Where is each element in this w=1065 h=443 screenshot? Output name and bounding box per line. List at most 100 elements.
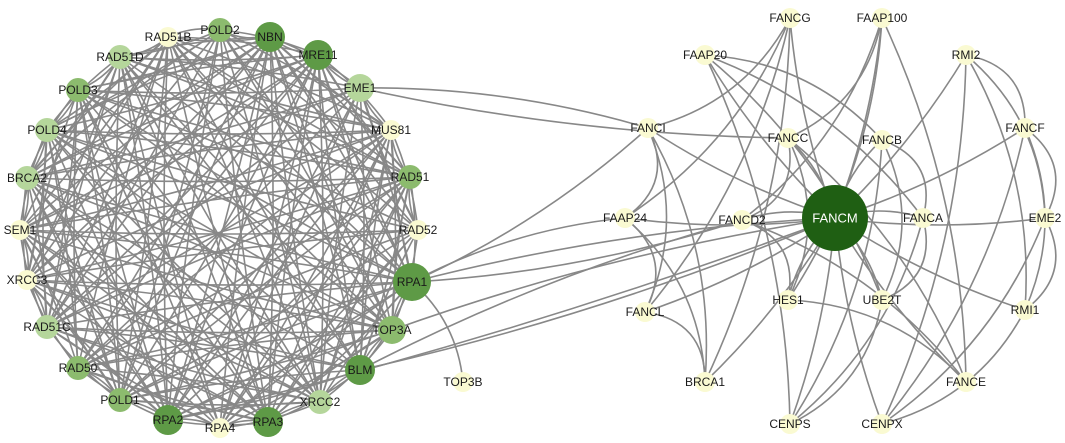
edge-blm-rad51b xyxy=(167,36,361,371)
edge-blm-rad51d xyxy=(119,56,361,371)
node-rpa4[interactable]: RPA4 xyxy=(205,418,236,438)
node-circle-pold1 xyxy=(108,388,132,412)
node-fancd2[interactable]: FANCD2 xyxy=(718,210,766,230)
node-fancg[interactable]: FANCG xyxy=(769,8,811,28)
node-pold3[interactable]: POLD3 xyxy=(58,78,98,102)
node-label-eme2: EME2 xyxy=(1029,211,1062,225)
edge-blm-xrcc3 xyxy=(26,279,361,371)
node-circle-faap20 xyxy=(695,45,715,65)
edge-rpa3-sem1 xyxy=(19,229,269,423)
edge-faap20-cenps xyxy=(704,54,791,425)
node-label-faap20: FAAP20 xyxy=(683,48,727,62)
node-fancm[interactable]: FANCM xyxy=(802,185,868,251)
node-cenps[interactable]: CENPS xyxy=(769,414,811,434)
edge-rpa3-rad51b xyxy=(167,36,269,423)
node-label-rpa2: RPA2 xyxy=(153,413,184,427)
edge-mre11-pold4 xyxy=(46,54,319,131)
node-pold4[interactable]: POLD4 xyxy=(27,118,67,142)
node-rpa1[interactable]: RPA1 xyxy=(393,263,431,301)
node-fance[interactable]: FANCE xyxy=(946,372,986,392)
node-pold2[interactable]: POLD2 xyxy=(200,18,240,42)
node-label-brca1: BRCA1 xyxy=(685,375,725,389)
node-eme1[interactable]: EME1 xyxy=(344,74,377,102)
node-brca2[interactable]: BRCA2 xyxy=(7,166,47,190)
node-rpa3[interactable]: RPA3 xyxy=(253,407,284,437)
node-rad51[interactable]: RAD51 xyxy=(391,165,430,189)
node-rmi2[interactable]: RMI2 xyxy=(952,45,981,65)
edge-blm-rad51c xyxy=(46,326,361,371)
edge-fancf-cenpx xyxy=(881,127,1026,425)
edge-pold1-pold3 xyxy=(77,89,121,401)
node-rpa2[interactable]: RPA2 xyxy=(153,405,184,435)
node-hes1[interactable]: HES1 xyxy=(772,290,804,310)
node-label-rpa3: RPA3 xyxy=(253,415,284,429)
node-label-faap24: FAAP24 xyxy=(603,211,647,225)
edge-fanci-brca1 xyxy=(647,127,708,383)
node-circle-mus81 xyxy=(381,120,401,140)
node-nbn[interactable]: NBN xyxy=(255,22,285,52)
edge-rpa1-xrcc3 xyxy=(26,279,413,286)
node-label-fanci: FANCI xyxy=(630,121,665,135)
node-rad51d[interactable]: RAD51D xyxy=(96,45,144,69)
node-rmi1[interactable]: RMI1 xyxy=(1011,300,1040,320)
edge-top3a-fancm xyxy=(391,217,836,331)
edge-layer xyxy=(19,17,1057,429)
node-eme2[interactable]: EME2 xyxy=(1029,208,1062,228)
edge-fancg-fanci xyxy=(647,17,791,129)
node-faap100[interactable]: FAAP100 xyxy=(857,8,908,28)
node-mus81[interactable]: MUS81 xyxy=(371,120,411,140)
node-pold1[interactable]: POLD1 xyxy=(100,388,140,412)
node-rad51c[interactable]: RAD51C xyxy=(23,315,71,339)
node-brca1[interactable]: BRCA1 xyxy=(685,372,725,392)
node-fanca[interactable]: FANCA xyxy=(903,208,943,228)
node-circle-top3b xyxy=(453,372,473,392)
node-label-pold1: POLD1 xyxy=(100,393,140,407)
node-circle-cenps xyxy=(780,414,800,434)
edge-mus81-rad51b xyxy=(167,36,392,131)
node-fancb[interactable]: FANCB xyxy=(862,130,902,150)
edge-eme2-cenpx xyxy=(881,217,1046,425)
node-xrcc2[interactable]: XRCC2 xyxy=(300,390,341,414)
node-circle-sem1 xyxy=(10,220,30,240)
edge-fancb-cenps xyxy=(789,139,883,425)
node-label-cenps: CENPS xyxy=(769,417,810,431)
node-fancc[interactable]: FANCC xyxy=(768,128,809,148)
node-circle-pold3 xyxy=(66,78,90,102)
edge-top3a-rad51d xyxy=(119,56,393,331)
edge-fancb-ube2t xyxy=(881,139,903,301)
node-circle-eme1 xyxy=(346,74,374,102)
edge-rpa4-brca2 xyxy=(26,177,221,429)
node-fancf[interactable]: FANCF xyxy=(1005,118,1045,138)
node-faap20[interactable]: FAAP20 xyxy=(683,45,727,65)
node-rad50[interactable]: RAD50 xyxy=(59,356,98,380)
edge-rpa1-pold1 xyxy=(119,281,413,401)
node-xrcc3[interactable]: XRCC3 xyxy=(7,270,48,290)
edge-eme2-rmi1 xyxy=(1024,217,1057,311)
node-label-fance: FANCE xyxy=(946,375,986,389)
node-rad51b[interactable]: RAD51B xyxy=(145,27,192,47)
node-circle-rmi1 xyxy=(1015,300,1035,320)
edge-rpa2-pold3 xyxy=(77,89,169,421)
node-fancl[interactable]: FANCL xyxy=(626,302,665,322)
node-label-faap100: FAAP100 xyxy=(857,11,908,25)
edge-blm-fancm xyxy=(359,217,836,371)
node-circle-fanca xyxy=(913,208,933,228)
node-label-fancf: FANCF xyxy=(1005,121,1044,135)
node-faap24[interactable]: FAAP24 xyxy=(603,208,647,228)
node-label-sem1: SEM1 xyxy=(4,223,37,237)
node-mre11[interactable]: MRE11 xyxy=(298,40,338,70)
edge-rad51-rad50 xyxy=(77,176,411,369)
node-cenpx[interactable]: CENPX xyxy=(861,414,903,434)
node-circle-fancc xyxy=(778,128,798,148)
node-sem1[interactable]: SEM1 xyxy=(4,220,37,240)
node-label-rad51b: RAD51B xyxy=(145,30,192,44)
node-fanci[interactable]: FANCI xyxy=(630,118,666,138)
edge-faap20-fanca xyxy=(704,54,924,219)
edge-fanca-ube2t xyxy=(881,217,927,301)
node-blm[interactable]: BLM xyxy=(345,355,375,385)
node-top3b[interactable]: TOP3B xyxy=(443,372,483,392)
node-circle-fancl xyxy=(635,302,655,322)
node-top3a[interactable]: TOP3A xyxy=(372,316,412,344)
node-ube2t[interactable]: UBE2T xyxy=(863,290,902,310)
node-rad52[interactable]: RAD52 xyxy=(399,220,438,240)
